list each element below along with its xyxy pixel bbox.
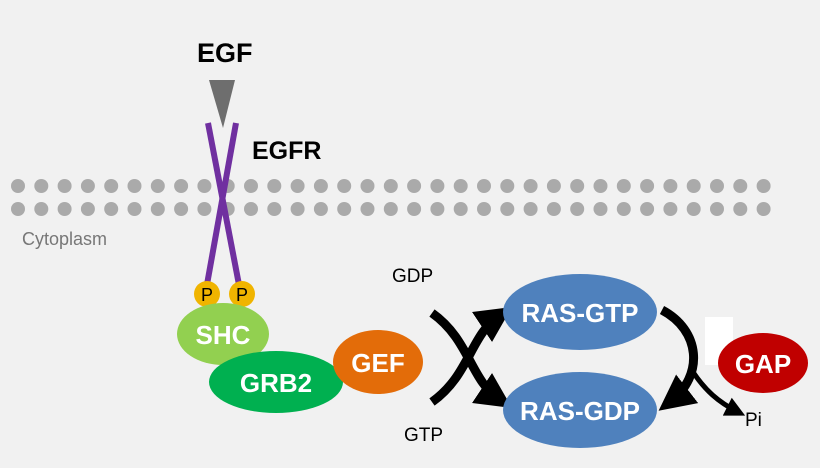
membrane-bead [523, 179, 538, 193]
membrane-bead [197, 179, 212, 193]
membrane-bead [267, 202, 282, 216]
membrane-bead [616, 179, 631, 193]
membrane-bead [663, 179, 678, 193]
gap-node: GAP [718, 333, 808, 393]
phospho-left-label: P [201, 285, 213, 305]
membrane-bead [57, 179, 72, 193]
membrane-bead [710, 179, 724, 193]
egfr-receptor [203, 122, 243, 291]
membrane-bead [756, 202, 771, 216]
membrane-bead [104, 202, 119, 216]
gdp-out-arrow [429, 307, 512, 406]
membrane-bead [383, 179, 398, 193]
egf-label: EGF [197, 38, 253, 68]
membrane-bead [523, 202, 538, 216]
membrane-bead [430, 179, 445, 193]
membrane-bead [407, 179, 422, 193]
grb2-node: GRB2 [209, 351, 343, 413]
cell-membrane [11, 179, 771, 216]
membrane-bead [477, 202, 491, 216]
membrane-bead [34, 179, 49, 193]
phospho-left: P [194, 281, 220, 307]
membrane-bead [80, 202, 95, 216]
membrane-bead [11, 179, 25, 193]
membrane-bead [407, 202, 422, 216]
membrane-bead [756, 179, 771, 193]
membrane-bead [313, 202, 328, 216]
egf-ligand [209, 80, 235, 128]
membrane-bead [453, 202, 468, 216]
membrane-bead [663, 202, 678, 216]
membrane-bead [197, 202, 212, 216]
membrane-bead [337, 202, 352, 216]
ras-gdp-node: RAS-GDP [503, 372, 657, 448]
membrane-bead [686, 179, 701, 193]
membrane-bead [593, 179, 608, 193]
membrane-bead [150, 179, 165, 193]
shc-label: SHC [196, 320, 251, 350]
egfr-label: EGFR [252, 137, 322, 165]
shc-node: SHC [177, 303, 269, 365]
membrane-bead [244, 202, 258, 216]
membrane-bead [640, 202, 655, 216]
membrane-bead [686, 202, 701, 216]
membrane-bead [546, 202, 561, 216]
membrane-bead [477, 179, 491, 193]
gef-node: GEF [333, 330, 423, 394]
membrane-bead [80, 179, 95, 193]
membrane-bead [127, 179, 142, 193]
membrane-bead [290, 202, 305, 216]
gdp-label: GDP [392, 266, 434, 287]
phospho-right: P [229, 281, 255, 307]
membrane-bead [710, 202, 724, 216]
membrane-bead [570, 179, 585, 193]
ras-gtp-label: RAS-GTP [522, 298, 639, 328]
gtp-label: GTP [404, 425, 444, 446]
gef-label: GEF [351, 348, 404, 378]
cytoplasm-label: Cytoplasm [22, 229, 108, 249]
membrane-bead [360, 179, 375, 193]
membrane-bead [500, 179, 515, 193]
membrane-bead [360, 202, 375, 216]
membrane-bead [127, 202, 142, 216]
membrane-bead [313, 179, 328, 193]
membrane-bead [244, 179, 258, 193]
membrane-bead [733, 202, 748, 216]
membrane-bead [337, 179, 352, 193]
membrane-bead [640, 179, 655, 193]
membrane-bead [733, 179, 748, 193]
membrane-bead [150, 202, 165, 216]
ras-gdp-label: RAS-GDP [520, 396, 640, 426]
membrane-bead [267, 179, 282, 193]
grb2-label: GRB2 [240, 368, 312, 398]
membrane-bead [174, 179, 189, 193]
membrane-bead [616, 202, 631, 216]
membrane-bead [453, 179, 468, 193]
membrane-bead [546, 179, 561, 193]
membrane-bead [34, 202, 49, 216]
membrane-bead [500, 202, 515, 216]
pi-release-arrow [690, 370, 746, 416]
membrane-bead [570, 202, 585, 216]
membrane-bead [290, 179, 305, 193]
membrane-bead [174, 202, 189, 216]
membrane-bead [593, 202, 608, 216]
membrane-bead [104, 179, 119, 193]
membrane-bead [57, 202, 72, 216]
phospho-right-label: P [236, 285, 248, 305]
pi-label: Pi [745, 410, 762, 431]
nucleotide-exchange-arrows [429, 307, 512, 408]
gap-label: GAP [735, 349, 791, 379]
hydrolysis-arrow [658, 306, 746, 416]
ras-gtp-node: RAS-GTP [503, 274, 657, 350]
membrane-bead [11, 202, 25, 216]
membrane-bead [430, 202, 445, 216]
membrane-bead [383, 202, 398, 216]
